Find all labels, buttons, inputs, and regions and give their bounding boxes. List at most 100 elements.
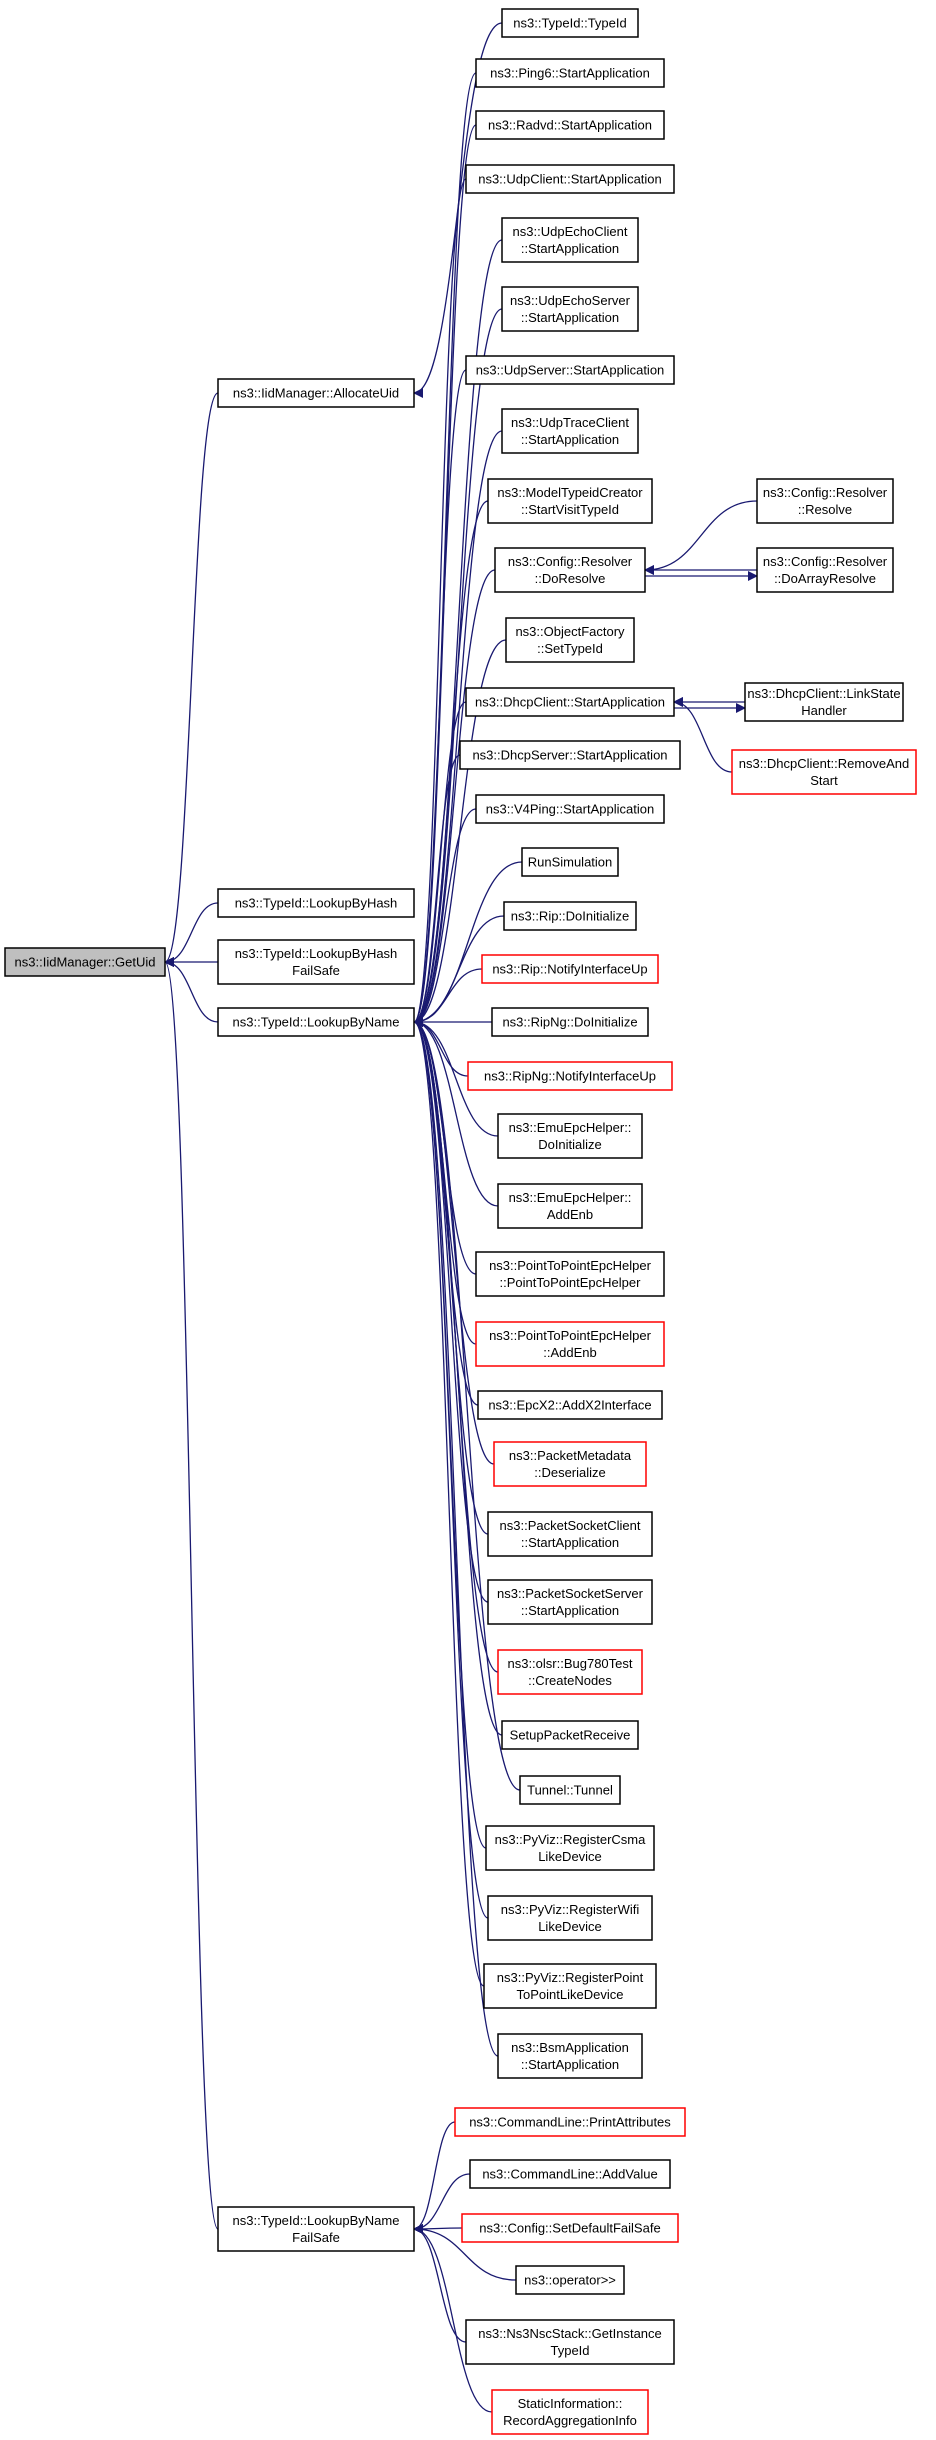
- node-typeid[interactable]: ns3::TypeId::TypeId: [501, 8, 639, 38]
- node-emudoinit[interactable]: ns3::EmuEpcHelper::DoInitialize: [497, 1113, 643, 1159]
- node-label-line: RunSimulation: [528, 855, 613, 870]
- node-box: [475, 110, 665, 140]
- node-label-line: ns3::PacketSocketServer: [497, 1586, 644, 1601]
- node-radvd[interactable]: ns3::Radvd::StartApplication: [475, 110, 665, 140]
- node-label-line: ns3::TypeId::LookupByName: [233, 2213, 400, 2228]
- node-box: [467, 1061, 673, 1091]
- node-ripnotify[interactable]: ns3::Rip::NotifyInterfaceUp: [481, 954, 659, 984]
- node-box: [497, 2033, 643, 2079]
- node-epcx2[interactable]: ns3::EpcX2::AddX2Interface: [477, 1390, 663, 1420]
- node-label-line: ns3::Config::SetDefaultFailSafe: [479, 2221, 660, 2236]
- edge-line: [413, 1017, 503, 1736]
- node-label-line: ns3::TypeId::TypeId: [513, 16, 626, 31]
- node-dhcpserver[interactable]: ns3::DhcpServer::StartApplication: [459, 740, 681, 770]
- node-setuppacket[interactable]: SetupPacketReceive: [501, 1720, 639, 1750]
- node-setdefaultfailsafe[interactable]: ns3::Config::SetDefaultFailSafe: [461, 2213, 679, 2243]
- node-emuaddenb[interactable]: ns3::EmuEpcHelper::AddEnb: [497, 1183, 643, 1229]
- node-box: [475, 58, 665, 88]
- node-bug780[interactable]: ns3::olsr::Bug780Test::CreateNodes: [497, 1649, 643, 1695]
- node-p2paddenb[interactable]: ns3::PointToPointEpcHelper::AddEnb: [475, 1321, 665, 1367]
- node-label-line: ns3::TypeId::LookupByHash: [235, 946, 398, 961]
- node-label-line: ns3::IidManager::AllocateUid: [233, 386, 399, 401]
- edge-allocateuid-to-getuid: [164, 392, 219, 967]
- node-label-line: ns3::Ping6::StartApplication: [490, 66, 650, 81]
- edge-bsm-to-lookupbyname: [413, 1017, 499, 2057]
- node-pyvizp2p[interactable]: ns3::PyViz::RegisterPointToPointLikeDevi…: [483, 1963, 657, 2009]
- node-udpechoclient[interactable]: ns3::UdpEchoClient::StartApplication: [501, 217, 639, 263]
- node-addvalue[interactable]: ns3::CommandLine::AddValue: [469, 2159, 671, 2189]
- node-label-line: TypeId: [550, 2343, 589, 2358]
- edge-pyvizp2p-to-lookupbyname: [413, 1017, 485, 1987]
- node-packetmetadata[interactable]: ns3::PacketMetadata::Deserialize: [493, 1441, 647, 1487]
- edge-line: [413, 2224, 467, 2343]
- node-psclient[interactable]: ns3::PacketSocketClient::StartApplicatio…: [487, 1511, 653, 1557]
- node-tunnel[interactable]: Tunnel::Tunnel: [519, 1775, 621, 1805]
- node-ripngnotify[interactable]: ns3::RipNg::NotifyInterfaceUp: [467, 1061, 673, 1091]
- node-udpserver[interactable]: ns3::UdpServer::StartApplication: [465, 355, 675, 385]
- node-staticinfo[interactable]: StaticInformation::RecordAggregationInfo: [491, 2389, 649, 2435]
- node-ripngdoinit[interactable]: ns3::RipNg::DoInitialize: [491, 1007, 649, 1037]
- node-runsimulation[interactable]: RunSimulation: [521, 847, 619, 877]
- node-printattrs[interactable]: ns3::CommandLine::PrintAttributes: [454, 2107, 686, 2137]
- node-label-line: ::DoArrayResolve: [774, 571, 876, 586]
- node-box: [497, 1649, 643, 1695]
- node-box: [505, 617, 635, 663]
- edge-lookupbyhash-to-getuid: [164, 902, 219, 967]
- node-udpclient[interactable]: ns3::UdpClient::StartApplication: [465, 164, 675, 194]
- node-label-line: ns3::EmuEpcHelper::: [509, 1190, 632, 1205]
- node-p2pctor[interactable]: ns3::PointToPointEpcHelper::PointToPoint…: [475, 1251, 665, 1297]
- node-box: [217, 939, 415, 985]
- node-label-line: Handler: [801, 703, 847, 718]
- node-label-line: ns3::V4Ping::StartApplication: [486, 802, 654, 817]
- node-box: [477, 1390, 663, 1420]
- node-box: [521, 847, 619, 877]
- node-label-line: ::Deserialize: [534, 1465, 606, 1480]
- node-psserver[interactable]: ns3::PacketSocketServer::StartApplicatio…: [487, 1579, 653, 1625]
- node-box: [217, 888, 415, 918]
- node-label-line: ns3::operator>>: [524, 2273, 616, 2288]
- node-box: [731, 749, 917, 795]
- node-udptraceclient[interactable]: ns3::UdpTraceClient::StartApplication: [501, 408, 639, 454]
- node-doresolve[interactable]: ns3::Config::Resolver::DoResolve: [494, 547, 646, 593]
- node-lookupbyname[interactable]: ns3::TypeId::LookupByName: [217, 1007, 415, 1037]
- node-modeltypeid[interactable]: ns3::ModelTypeidCreator::StartVisitTypeI…: [487, 478, 653, 524]
- edge-line: [413, 430, 503, 1027]
- node-v4ping[interactable]: ns3::V4Ping::StartApplication: [475, 794, 665, 824]
- edge-staticinfo-to-lookupbynamefailsafe: [413, 2224, 493, 2413]
- node-label-line: ns3::TypeId::LookupByName: [233, 1015, 400, 1030]
- edge-modeltypeid-to-lookupbyname: [413, 500, 489, 1027]
- node-dhcpclient[interactable]: ns3::DhcpClient::StartApplication: [465, 687, 675, 717]
- node-label-line: ::CreateNodes: [528, 1673, 612, 1688]
- node-ping6[interactable]: ns3::Ping6::StartApplication: [475, 58, 665, 88]
- node-box: [475, 1321, 665, 1367]
- edge-line: [644, 500, 758, 575]
- edge-line: [413, 569, 496, 1027]
- node-ripdoinit[interactable]: ns3::Rip::DoInitialize: [503, 901, 637, 931]
- node-label-line: ns3::RipNg::DoInitialize: [502, 1015, 637, 1030]
- node-box: [503, 901, 637, 931]
- node-objectfactory[interactable]: ns3::ObjectFactory::SetTypeId: [505, 617, 635, 663]
- node-label-line: ::StartApplication: [521, 241, 619, 256]
- edge-line: [164, 957, 219, 1023]
- node-operatorrr[interactable]: ns3::operator>>: [515, 2265, 625, 2295]
- node-bsm[interactable]: ns3::BsmApplication::StartApplication: [497, 2033, 643, 2079]
- node-udpechoserver[interactable]: ns3::UdpEchoServer::StartApplication: [501, 286, 639, 332]
- edge-line: [673, 697, 733, 773]
- node-resolve[interactable]: ns3::Config::Resolver::Resolve: [756, 478, 894, 524]
- node-doarrayresolve[interactable]: ns3::Config::Resolver::DoArrayResolve: [756, 547, 894, 593]
- edge-ripnotify-to-lookupbyname: [413, 968, 483, 1027]
- node-box: [487, 478, 653, 524]
- node-allocateuid[interactable]: ns3::IidManager::AllocateUid: [217, 378, 415, 408]
- edge-line: [413, 1017, 485, 1987]
- node-box: [501, 8, 639, 38]
- node-label-line: ns3::IidManager::GetUid: [15, 955, 156, 970]
- node-box: [756, 478, 894, 524]
- node-lookupbyhash[interactable]: ns3::TypeId::LookupByHash: [217, 888, 415, 918]
